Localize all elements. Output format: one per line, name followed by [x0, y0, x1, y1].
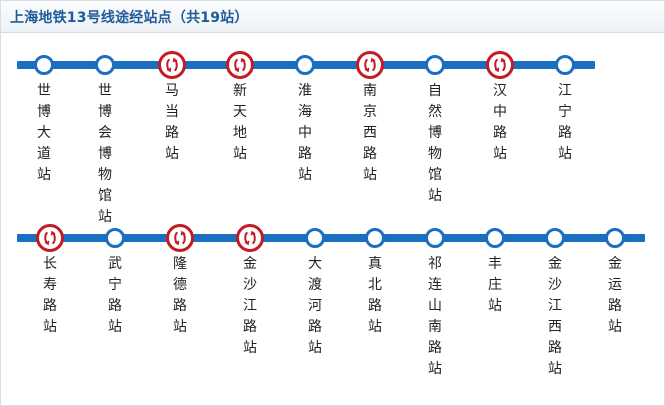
station-dot: [605, 228, 625, 248]
station-dot: [365, 228, 385, 248]
station-name: 大渡河路站: [308, 256, 322, 356]
station-dot: [545, 228, 565, 248]
station-name: 祁连山南路站: [428, 256, 442, 377]
station-name: 丰庄站: [488, 256, 502, 314]
station-name: 金运路站: [608, 256, 622, 335]
transfer-icon: [166, 224, 194, 252]
station-dot: [485, 228, 505, 248]
station-name: 长寿路站: [43, 256, 57, 335]
station-dot: [305, 228, 325, 248]
station-name: 马当路站: [165, 83, 179, 162]
station-name: 金沙江西路站: [548, 256, 562, 377]
station-name: 世博会博物馆站: [98, 83, 112, 225]
station-name: 武宁路站: [108, 256, 122, 335]
station-dot: [425, 228, 445, 248]
station-dot: [555, 55, 575, 75]
station-name: 世博大道站: [37, 83, 51, 183]
station-name: 南京西路站: [363, 83, 377, 183]
station-name: 淮海中路站: [298, 83, 312, 183]
station-name: 真北路站: [368, 256, 382, 335]
transfer-icon: [158, 51, 186, 79]
transfer-icon: [236, 224, 264, 252]
station-dot: [95, 55, 115, 75]
station-name: 新天地站: [233, 83, 247, 162]
station-dot: [105, 228, 125, 248]
station-name: 隆德路站: [173, 256, 187, 335]
page-title: 上海地铁13号线途经站点（共19站）: [10, 10, 249, 26]
transfer-icon: [36, 224, 64, 252]
transfer-icon: [486, 51, 514, 79]
transfer-icon: [356, 51, 384, 79]
station-dot: [425, 55, 445, 75]
station-name: 江宁路站: [558, 83, 572, 162]
station-dot: [34, 55, 54, 75]
station-dot: [295, 55, 315, 75]
station-name: 自然博物馆站: [428, 83, 442, 204]
transfer-icon: [226, 51, 254, 79]
station-name: 汉中路站: [493, 83, 507, 162]
header-bar: 上海地铁13号线途经站点（共19站）: [1, 1, 664, 33]
station-name: 金沙江路站: [243, 256, 257, 356]
line-segment-row-2: [17, 234, 645, 242]
